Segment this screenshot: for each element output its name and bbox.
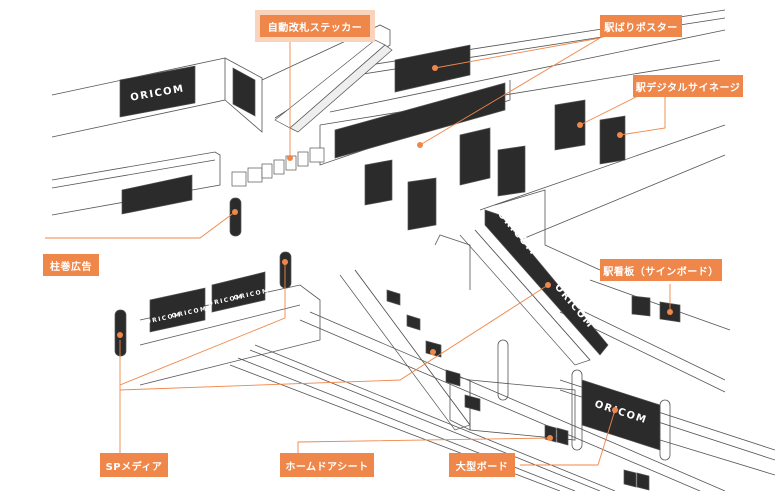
label-platform-door-sheet[interactable]: ホームドアシート xyxy=(280,453,374,477)
label-large-board[interactable]: 大型ボード xyxy=(449,453,515,477)
escalator-ad-3 xyxy=(425,340,442,358)
leader-door xyxy=(297,437,551,457)
large-board xyxy=(581,379,661,451)
door-sheet-2 xyxy=(556,427,569,446)
upper-escalator xyxy=(274,39,393,133)
leader-signage xyxy=(579,94,666,136)
upper-wall-corner xyxy=(224,57,263,133)
escalator-ad-4 xyxy=(445,369,461,387)
sign-board-1 xyxy=(631,295,651,317)
escalator-ad-1 xyxy=(386,289,401,306)
label-sp-media[interactable]: SPメディア xyxy=(100,453,168,477)
track-3 xyxy=(249,349,601,491)
upper-left-billboard xyxy=(119,65,196,118)
left-wall-panel xyxy=(121,174,193,215)
upper-concourse-front xyxy=(319,59,721,126)
signage-1 xyxy=(364,159,393,206)
ticket-gates xyxy=(231,147,325,187)
leader-lines xyxy=(45,37,671,466)
track-4 xyxy=(254,344,616,491)
right-track-3 xyxy=(659,439,775,476)
signage-4 xyxy=(497,145,526,197)
middle-slab-top xyxy=(139,304,301,346)
poster-large xyxy=(334,82,506,159)
leader-large xyxy=(520,409,616,466)
signage-2 xyxy=(407,177,437,231)
platform-edge-1 xyxy=(299,319,701,491)
platform-edge-2 xyxy=(309,311,726,491)
track-2 xyxy=(237,357,576,491)
label-pillar-ad[interactable]: 柱巻広告 xyxy=(43,254,99,276)
sp-board-left xyxy=(149,287,206,333)
corner-billboard xyxy=(232,67,256,117)
sp-board-right xyxy=(211,271,266,313)
leader-poster xyxy=(419,37,601,146)
leader-pillar xyxy=(45,211,236,239)
signage-6 xyxy=(599,115,626,165)
stair-wall xyxy=(434,234,471,290)
right-floor-line-2 xyxy=(519,154,726,241)
escalator-ad-5 xyxy=(464,394,481,412)
escalator-ad-2 xyxy=(406,314,421,331)
right-floor-4 xyxy=(559,299,726,381)
pillar-ad-mid xyxy=(279,251,292,289)
leader-dots xyxy=(117,65,673,441)
door-sheet-4 xyxy=(636,472,650,491)
leader-sp xyxy=(119,262,549,455)
right-partition xyxy=(494,189,601,271)
right-floor-line-1 xyxy=(479,124,726,211)
platform-pillar-1 xyxy=(497,339,509,401)
signage-3 xyxy=(459,127,491,186)
door-sheet-3 xyxy=(623,469,637,488)
pillar-ad-upper xyxy=(229,197,242,237)
label-auto-gate-sticker[interactable]: 自動改札ステッカー xyxy=(260,15,370,37)
label-station-poster[interactable]: 駅ばりポスター xyxy=(600,15,682,37)
platform-pillar-3 xyxy=(659,399,671,461)
label-digital-signage[interactable]: 駅デジタルサイネージ xyxy=(633,75,743,97)
signage-5 xyxy=(554,99,586,151)
label-sign-board[interactable]: 駅看板（サインボード） xyxy=(600,259,722,281)
left-wall-top xyxy=(51,159,216,189)
upper-concourse-mid xyxy=(329,29,726,113)
